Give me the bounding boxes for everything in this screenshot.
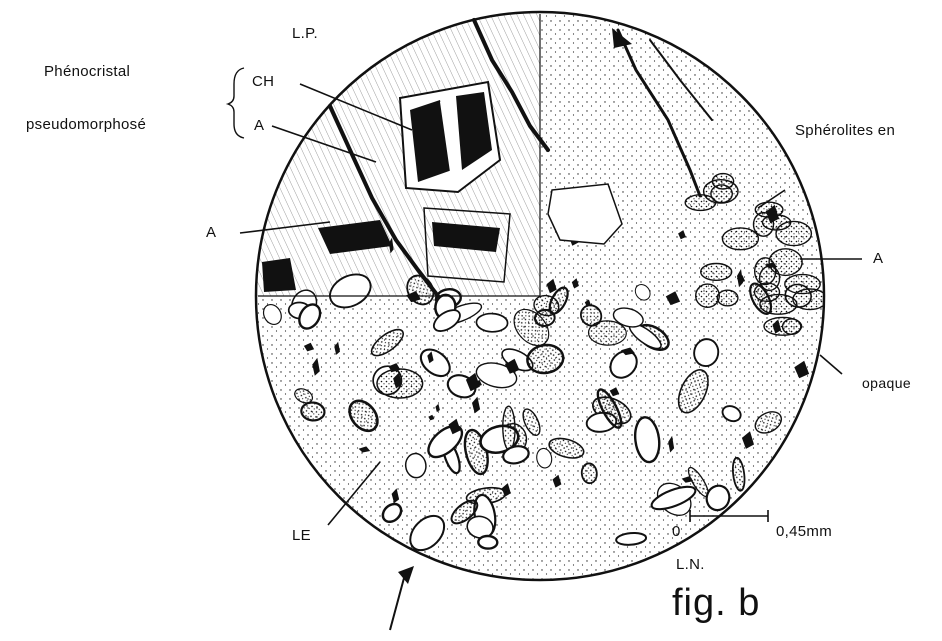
label-pseudomorphose: pseudomorphosé	[26, 117, 146, 132]
brace	[228, 68, 244, 138]
spherulite	[502, 406, 515, 450]
arrow-bottom	[390, 566, 414, 630]
spherulite	[701, 264, 732, 281]
spherulite	[755, 283, 780, 301]
label-ln: L.N.	[676, 557, 705, 572]
feldspar-crystal	[548, 184, 622, 244]
spherulite	[722, 228, 758, 250]
label-le: LE	[292, 528, 311, 543]
spherulite	[793, 289, 827, 310]
label-lp: L.P.	[292, 26, 318, 41]
spherulite	[776, 221, 811, 245]
spherulite	[476, 313, 508, 332]
label-a-left: A	[206, 225, 216, 240]
scale-zero-label: 0	[672, 524, 681, 539]
scale-value-label: 0,45mm	[776, 524, 832, 539]
label-phenocristal: Phénocristal	[44, 64, 130, 79]
spherulite	[717, 290, 738, 306]
label-ch: CH	[252, 74, 274, 89]
label-a-right: A	[873, 251, 883, 266]
spherulite	[696, 284, 720, 307]
label-a-upper: A	[254, 118, 264, 133]
spherulite	[478, 536, 497, 549]
spherulite	[581, 463, 598, 484]
figure-label: fig. b	[672, 584, 760, 622]
spherulite	[764, 317, 802, 335]
label-spherolites: Sphérolites en	[795, 123, 895, 138]
label-opaque: opaque	[862, 376, 911, 390]
